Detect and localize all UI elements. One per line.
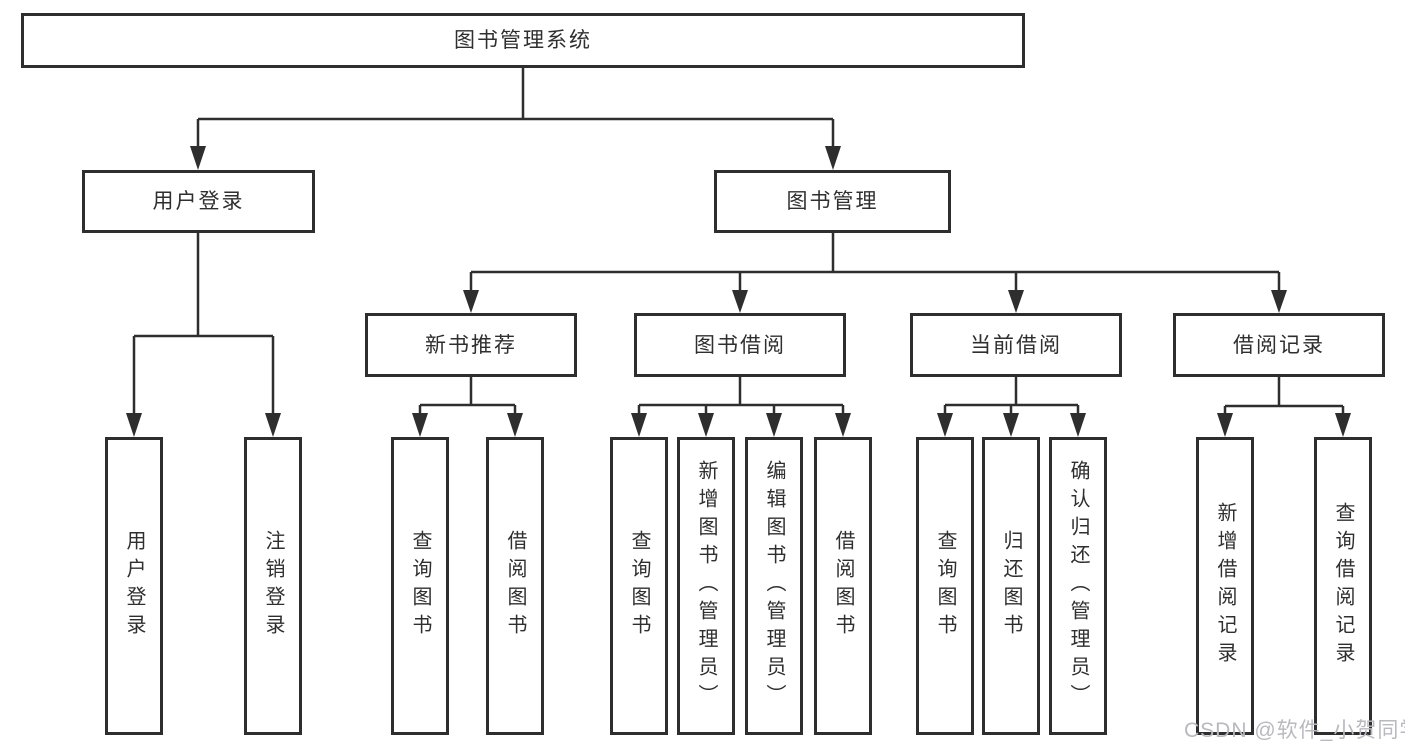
connector-path bbox=[132, 68, 1345, 420]
arrowhead-icon bbox=[1003, 413, 1019, 437]
arrowhead-icon bbox=[631, 413, 647, 437]
arrowhead-icon bbox=[766, 413, 782, 437]
arrowhead-icon bbox=[126, 413, 142, 437]
arrowhead-icon bbox=[265, 413, 281, 437]
leaf-recommend-borrow-books: 借阅图书 bbox=[486, 437, 544, 735]
leaf-borrow-borrow-books: 借阅图书 bbox=[814, 437, 872, 735]
arrowhead-icon bbox=[1271, 290, 1287, 313]
arrowhead-icon bbox=[190, 146, 206, 170]
arrowhead-icon bbox=[1335, 413, 1351, 437]
watermark: CSDN @软件_小贺同学 bbox=[1184, 719, 1405, 742]
arrowhead-icon bbox=[1008, 290, 1024, 313]
arrowhead-icon bbox=[835, 413, 851, 437]
leaf-logout: 注销登录 bbox=[244, 437, 302, 735]
leaf-current-return-books: 归还图书 bbox=[982, 437, 1040, 735]
arrowheads bbox=[126, 146, 1351, 437]
leaf-user-login: 用户登录 bbox=[105, 437, 163, 735]
arrowhead-icon bbox=[825, 146, 841, 170]
node-current-borrow: 当前借阅 bbox=[910, 313, 1122, 377]
arrowhead-icon bbox=[732, 290, 748, 313]
leaf-records-query-record: 查询借阅记录 bbox=[1314, 437, 1372, 735]
arrowhead-icon bbox=[1070, 413, 1086, 437]
leaf-current-query-books: 查询图书 bbox=[916, 437, 974, 735]
leaf-current-confirm-return-admin: 确认归还（管理员） bbox=[1049, 437, 1107, 735]
leaf-borrow-edit-books-admin: 编辑图书（管理员） bbox=[745, 437, 803, 735]
arrowhead-icon bbox=[507, 413, 523, 437]
arrowhead-icon bbox=[698, 413, 714, 437]
leaf-records-add-record: 新增借阅记录 bbox=[1196, 437, 1254, 735]
leaf-recommend-query-books: 查询图书 bbox=[391, 437, 449, 735]
leaf-borrow-query-books: 查询图书 bbox=[610, 437, 668, 735]
arrowhead-icon bbox=[463, 290, 479, 313]
arrowhead-icon bbox=[412, 413, 428, 437]
arrowhead-icon bbox=[937, 413, 953, 437]
leaf-borrow-add-books-admin: 新增图书（管理员） bbox=[677, 437, 735, 735]
node-borrow-records: 借阅记录 bbox=[1173, 313, 1385, 377]
node-book-management: 图书管理 bbox=[714, 170, 951, 233]
node-user-login: 用户登录 bbox=[82, 170, 315, 233]
arrowhead-icon bbox=[1217, 413, 1233, 437]
node-root: 图书管理系统 bbox=[21, 13, 1025, 68]
node-new-book-recommend: 新书推荐 bbox=[365, 313, 577, 377]
node-book-borrow: 图书借阅 bbox=[634, 313, 846, 377]
